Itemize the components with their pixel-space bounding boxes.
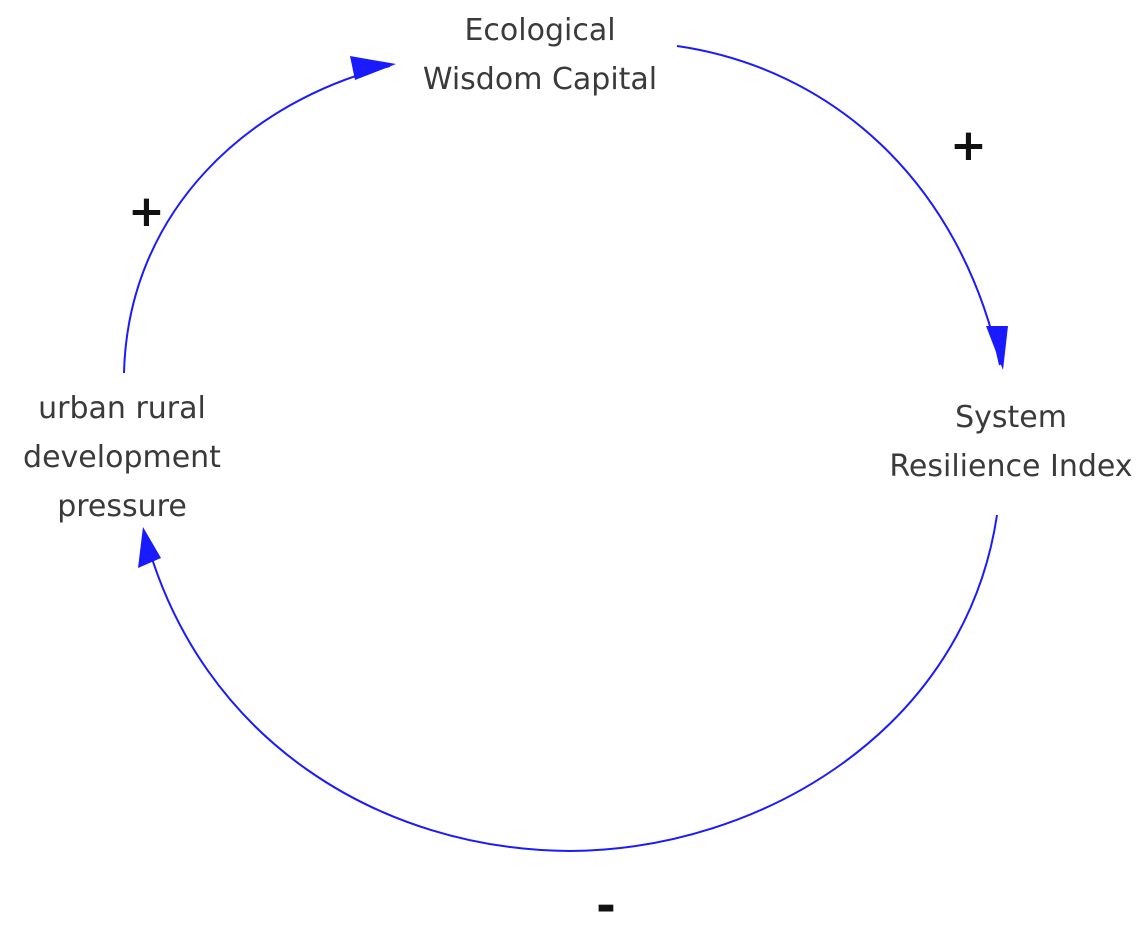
node-label-line: Resilience Index xyxy=(889,449,1133,484)
link-resilience-to-pressure-arrowhead xyxy=(138,527,161,568)
node-label-line: urban rural xyxy=(38,391,206,426)
node-system-resilience-index[interactable]: System Resilience Index xyxy=(878,393,1144,491)
polarity-pressure-to-ecological: + xyxy=(128,186,165,237)
node-label-line: development xyxy=(23,440,221,475)
node-urban-rural-development-pressure[interactable]: urban rural development pressure xyxy=(0,384,244,531)
node-ecological-wisdom-capital[interactable]: Ecological Wisdom Capital xyxy=(390,6,690,104)
link-resilience-to-pressure xyxy=(144,514,998,853)
node-label-line: Wisdom Capital xyxy=(422,62,658,97)
polarity-ecological-to-resilience: + xyxy=(950,120,987,171)
link-ecological-to-resilience-arrowhead xyxy=(986,326,1008,370)
node-label-line: Ecological xyxy=(464,13,616,48)
link-pressure-to-ecological xyxy=(123,65,391,374)
node-label-line: pressure xyxy=(57,489,187,524)
link-pressure-to-ecological-arrowhead xyxy=(350,56,396,80)
node-label-line: System xyxy=(955,400,1067,435)
polarity-resilience-to-pressure: - xyxy=(596,878,616,929)
link-ecological-to-resilience xyxy=(676,45,1001,366)
